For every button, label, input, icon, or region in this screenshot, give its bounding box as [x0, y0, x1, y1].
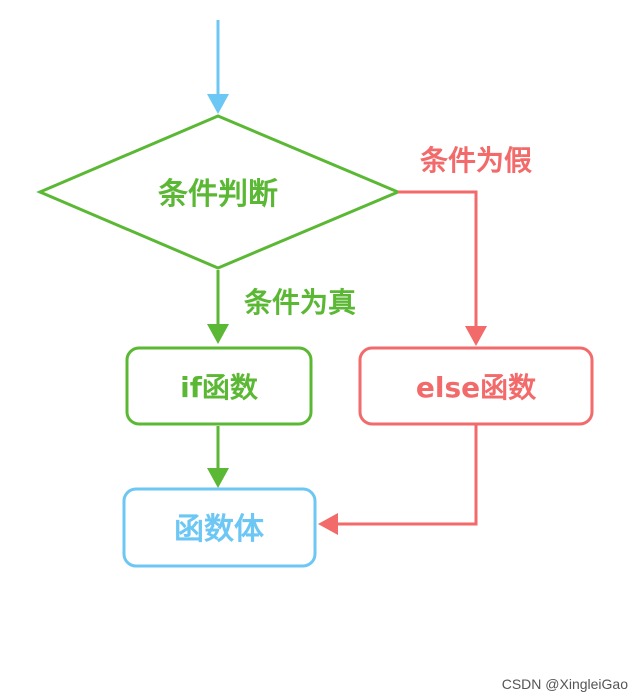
function-body-node: 函数体 [122, 487, 317, 568]
else-function-node: else函数 [358, 346, 594, 426]
condition-label: 条件判断 [158, 177, 278, 212]
false-branch-arrow [398, 190, 487, 346]
if-function-label: if函数 [180, 371, 259, 404]
if-to-body-arrow [207, 426, 229, 488]
function-body-label: 函数体 [174, 512, 265, 547]
if-function-node: if函数 [125, 346, 313, 426]
true-branch-label: 条件为真 [244, 286, 356, 319]
false-branch-label: 条件为假 [420, 144, 532, 177]
entry-arrow [207, 20, 229, 114]
true-branch-arrow [207, 270, 229, 344]
watermark: CSDN @XingleiGao [501, 676, 628, 692]
else-function-label: else函数 [416, 371, 537, 404]
condition-node: 条件判断 [36, 114, 402, 270]
else-to-body-arrow [318, 424, 478, 535]
